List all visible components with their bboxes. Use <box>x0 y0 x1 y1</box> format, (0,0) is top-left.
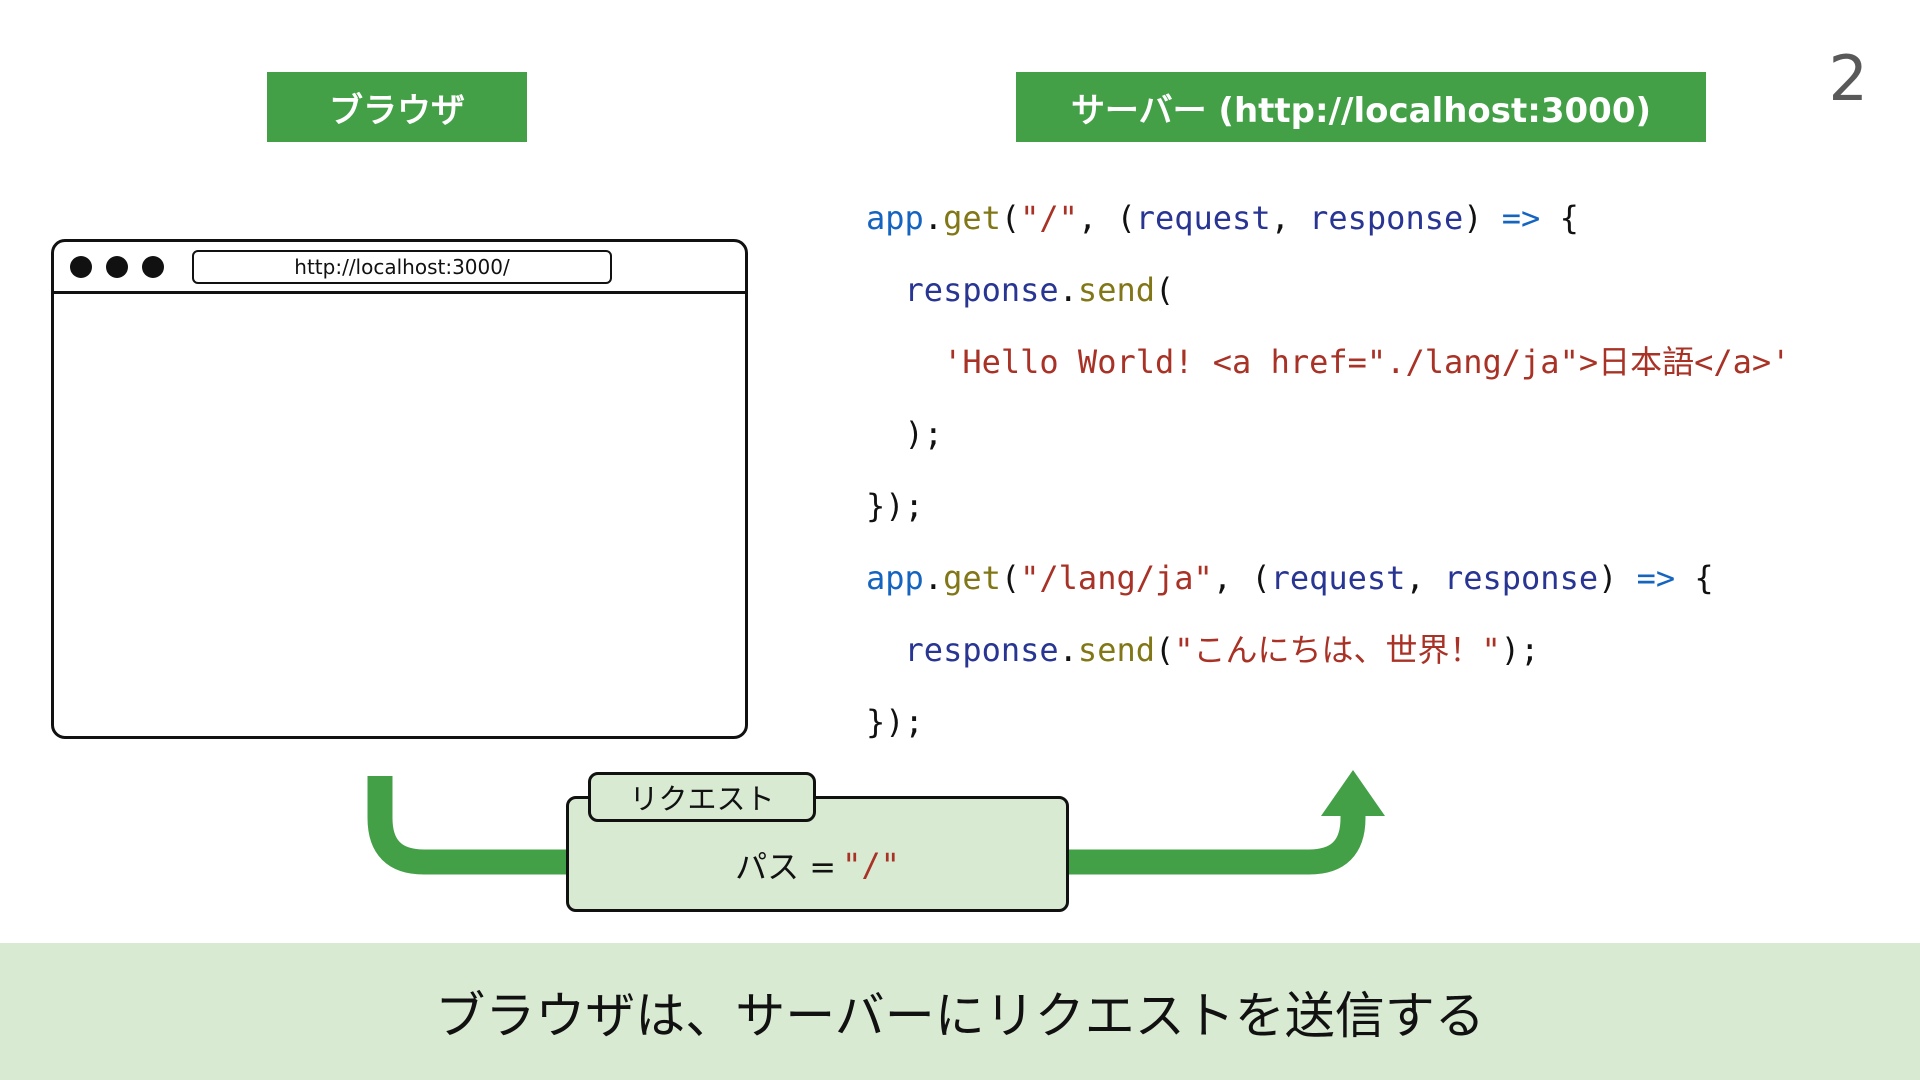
code-token: "こんにちは、世界！" <box>1174 631 1501 669</box>
browser-header-label: ブラウザ <box>267 72 527 142</box>
code-token: . <box>923 559 944 597</box>
code-token: 'Hello World! <a href="./lang/ja">日本語</a… <box>943 343 1791 381</box>
code-token: => <box>1501 199 1541 237</box>
code-token: response <box>904 631 1059 669</box>
page-number: 2 <box>1828 42 1868 115</box>
code-token: response <box>1443 559 1599 597</box>
code-line: response.send("こんにちは、世界！"); <box>866 614 1790 686</box>
window-control-icon <box>70 255 92 278</box>
code-token: , ( <box>1212 559 1271 597</box>
code-token: ( <box>1000 559 1021 597</box>
code-token: send <box>1077 631 1155 669</box>
code-token: response <box>1309 199 1464 237</box>
code-line: app.get("/", (request, response) => { <box>866 182 1790 254</box>
code-line: }); <box>866 686 1790 758</box>
code-line: 'Hello World! <a href="./lang/ja">日本語</a… <box>866 326 1790 398</box>
code-token: ( <box>1154 271 1175 309</box>
code-token: }); <box>866 703 924 741</box>
code-token: ) <box>1463 199 1502 237</box>
code-token: , <box>1270 199 1310 237</box>
code-token: ( <box>1154 631 1175 669</box>
code-token <box>866 343 943 381</box>
window-control-icon <box>106 255 128 278</box>
code-token: ); <box>1500 631 1540 669</box>
browser-topbar: http://localhost:3000/ <box>54 242 745 294</box>
browser-window: http://localhost:3000/ <box>51 239 748 739</box>
code-token: "/lang/ja" <box>1020 559 1213 597</box>
code-token: { <box>1540 199 1579 237</box>
code-token: }); <box>866 487 924 525</box>
code-block: app.get("/", (request, response) => { re… <box>866 182 1790 758</box>
code-token: . <box>1058 271 1078 309</box>
code-token: { <box>1675 559 1714 597</box>
code-token: , <box>1405 559 1444 597</box>
code-token: get <box>943 559 1001 597</box>
code-token: app <box>866 199 924 237</box>
request-path-value: "/" <box>842 846 900 884</box>
code-token: response <box>904 271 1059 309</box>
code-token: request <box>1270 559 1406 597</box>
server-header-label: サーバー (http://localhost:3000) <box>1016 72 1706 142</box>
code-token: ); <box>866 415 944 453</box>
request-path-label: パス = <box>735 848 837 886</box>
url-bar: http://localhost:3000/ <box>192 250 612 284</box>
caption-text: ブラウザは、サーバーにリクエストを送信する <box>435 986 1485 1045</box>
request-label: リクエスト <box>588 772 816 822</box>
code-token: => <box>1636 559 1676 597</box>
code-line: app.get("/lang/ja", (request, response) … <box>866 542 1790 614</box>
code-token: . <box>923 199 944 237</box>
code-token: request <box>1135 199 1271 237</box>
code-line: ); <box>866 398 1790 470</box>
code-token <box>866 631 905 669</box>
code-token: , ( <box>1077 199 1136 237</box>
code-token: get <box>943 199 1001 237</box>
browser-content <box>54 294 745 739</box>
code-token: . <box>1058 631 1078 669</box>
code-line: }); <box>866 470 1790 542</box>
code-token: "/" <box>1020 199 1078 237</box>
code-token: send <box>1077 271 1155 309</box>
code-token: ( <box>1000 199 1021 237</box>
window-control-icon <box>142 255 164 278</box>
code-token: app <box>866 559 924 597</box>
code-token <box>866 271 905 309</box>
code-line: response.send( <box>866 254 1790 326</box>
code-token: ) <box>1598 559 1637 597</box>
caption-banner: ブラウザは、サーバーにリクエストを送信する <box>0 943 1920 1080</box>
